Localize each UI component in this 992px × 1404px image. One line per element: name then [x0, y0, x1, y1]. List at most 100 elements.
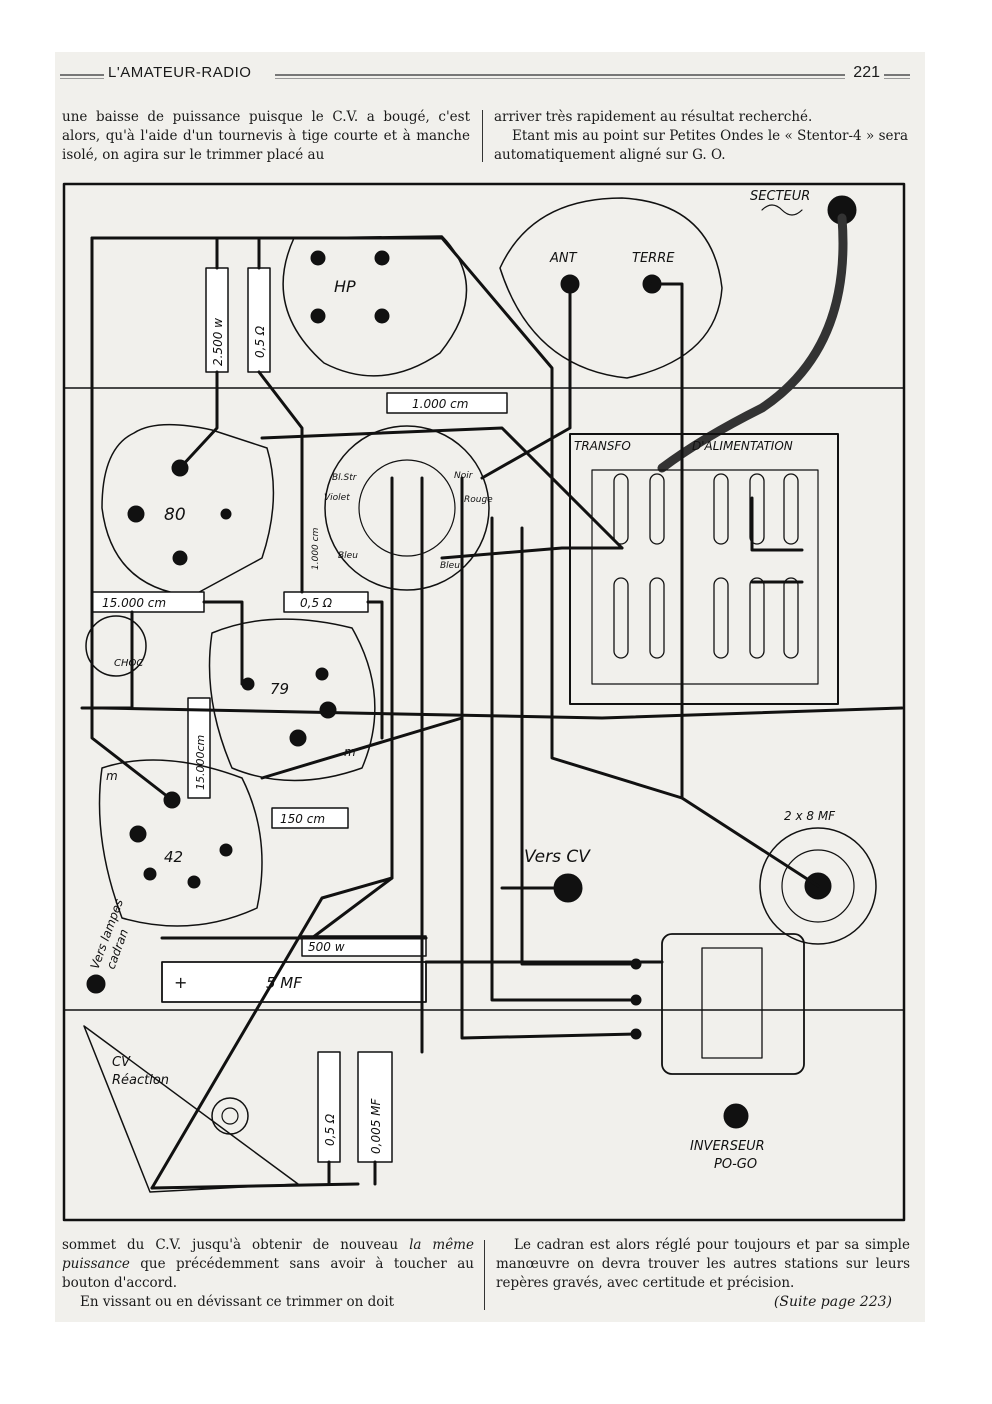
hp-socket-outline — [282, 235, 468, 377]
transformer-outline — [569, 433, 839, 705]
tube-42-pin-3 — [219, 843, 233, 857]
hp-pin-2 — [374, 250, 390, 266]
tube-80-pin-3 — [220, 508, 232, 520]
top-right-paragraph: Etant mis au point sur Petites Ondes le … — [494, 128, 908, 163]
resistor-2500-label: 2.500 w — [211, 318, 225, 366]
cv-reaction-shaft — [221, 1107, 239, 1125]
capacitor-0005mf-label: 0,005 MF — [369, 1097, 383, 1154]
resistor-05-top-label: 0,5 Ω — [253, 325, 267, 358]
hp-pin-3 — [310, 308, 326, 324]
magazine-title: L'AMATEUR-RADIO — [104, 64, 256, 81]
tube-80-pin-2 — [127, 505, 145, 523]
page-number: 221 — [849, 64, 884, 82]
tube-79-socket — [208, 618, 376, 782]
bottom-left-paragraph-1: sommet du C.V. jusqu'à obtenir de nouvea… — [62, 1237, 474, 1291]
bottom-left-column: sommet du C.V. jusqu'à obtenir de nouvea… — [62, 1236, 474, 1312]
tube-42-socket — [98, 759, 263, 927]
antenna-plate-outline — [499, 197, 723, 379]
transformer-lugs — [613, 473, 799, 659]
wire-label-blstr: Bl.Str — [332, 473, 358, 483]
wire-socket-center — [358, 459, 456, 557]
transformer-core — [591, 469, 819, 685]
inverseur-switch-body — [661, 933, 805, 1075]
wire-label-bleu-2: Bleu — [440, 561, 460, 571]
top-right-line: arriver très rapidement au résultat rech… — [494, 109, 813, 125]
cv-label: CV — [112, 1055, 131, 1070]
bottom-left-paragraph-2: En vissant ou en dévissant ce trimmer on… — [80, 1294, 395, 1310]
cv-reaction-bracket — [83, 1025, 299, 1193]
terre-label: TERRE — [632, 251, 675, 266]
vers-cv-terminal — [553, 873, 583, 903]
tube-80-pin-4 — [172, 550, 188, 566]
header-rule-right — [884, 74, 910, 79]
capacitor-5mf — [161, 961, 427, 1003]
cap-1000-label: 1.000 cm — [311, 527, 321, 570]
tube-79-pin-4 — [289, 729, 307, 747]
filter-capacitor-body — [781, 849, 855, 923]
ant-label: ANT — [549, 251, 578, 266]
inverseur-label-2: PO-GO — [714, 1157, 757, 1172]
alimentation-label: D'ALIMENTATION — [692, 439, 793, 453]
hp-pin-1 — [310, 250, 326, 266]
hp-label: HP — [334, 277, 356, 296]
bottom-right-paragraph: Le cadran est alors réglé pour toujours … — [496, 1237, 910, 1291]
wire-label-noir: Noir — [454, 471, 474, 481]
chassis-outline — [62, 182, 906, 1222]
cv-reaction-knob — [211, 1097, 249, 1135]
tube-79-pin-2 — [315, 667, 329, 681]
resistor-500w — [301, 935, 427, 957]
filter-capacitor-outline — [759, 827, 877, 945]
tube-42-pin-5 — [187, 875, 201, 889]
wire-label-violet: Violet — [324, 493, 350, 503]
tube-79-label: 79 — [270, 680, 289, 698]
vers-lampes-terminal — [86, 974, 106, 994]
transfo-label: TRANSFO — [574, 439, 631, 453]
choke-label: CHOC — [114, 658, 143, 669]
wiring-traces — [80, 236, 904, 1190]
wire-label-bleu: Bleu — [338, 551, 358, 561]
tube-42-pin-4 — [143, 867, 157, 881]
top-left-column: une baisse de puissance puisque le C.V. … — [62, 108, 470, 165]
inverseur-switch-core — [701, 947, 763, 1059]
top-right-column: arriver très rapidement au résultat rech… — [494, 108, 908, 165]
resistor-05-mid-label: 0,5 Ω — [300, 596, 333, 610]
tube-80-label: 80 — [164, 505, 186, 525]
filter-capacitor-label: 2 x 8 MF — [784, 809, 836, 823]
hp-pin-4 — [374, 308, 390, 324]
tube-79-pin-3 — [319, 701, 337, 719]
column-divider-bottom — [484, 1240, 485, 1310]
capacitor-5mf-plus: + — [174, 973, 187, 992]
top-left-paragraph: une baisse de puissance puisque le C.V. … — [62, 109, 470, 163]
wiring-diagram: HP ANT TERRE SECTEUR TRANSFO D'ALIMENTAT… — [62, 182, 906, 1222]
capacitor-15000cm-vertical — [187, 697, 211, 799]
capacitor-15000cm-vertical-label: 15.000cm — [194, 735, 207, 790]
continued-note: (Suite page 223) — [773, 1294, 892, 1310]
column-divider-top — [482, 110, 483, 162]
wire-label-rouge: Rouge — [464, 495, 493, 505]
vers-cv-label: Vers CV — [524, 847, 591, 867]
ac-symbol — [761, 204, 803, 216]
capacitor-0005mf — [357, 1051, 393, 1163]
resistor-05-bottom-label: 0,5 Ω — [323, 1113, 337, 1146]
mains-cord — [657, 213, 848, 473]
capacitor-15000cm-label: 15.000 cm — [102, 596, 166, 610]
capacitor-1000cm — [386, 392, 508, 414]
tube-42-label: 42 — [164, 848, 183, 866]
inverseur-label-1: INVERSEUR — [690, 1139, 765, 1154]
secteur-label: SECTEUR — [750, 189, 810, 204]
tube-79-pin-1 — [241, 677, 255, 691]
reaction-label: Réaction — [112, 1073, 169, 1088]
page-sheet — [55, 52, 925, 1322]
capacitor-150cm — [271, 807, 349, 829]
tube-80-socket — [101, 423, 275, 597]
header-rule-left — [60, 74, 104, 79]
page-header: L'AMATEUR-RADIO 221 — [60, 64, 910, 86]
tube-42-pin-2 — [129, 825, 147, 843]
m-label-42: m — [106, 769, 118, 783]
capacitor-150cm-label: 150 cm — [280, 812, 325, 826]
choke-coil — [85, 615, 147, 677]
capacitor-1000cm-label: 1.000 cm — [412, 397, 468, 411]
inverseur-knob — [723, 1103, 749, 1129]
resistor-500w-label: 500 w — [308, 940, 345, 954]
wire-socket-ring — [324, 425, 490, 591]
